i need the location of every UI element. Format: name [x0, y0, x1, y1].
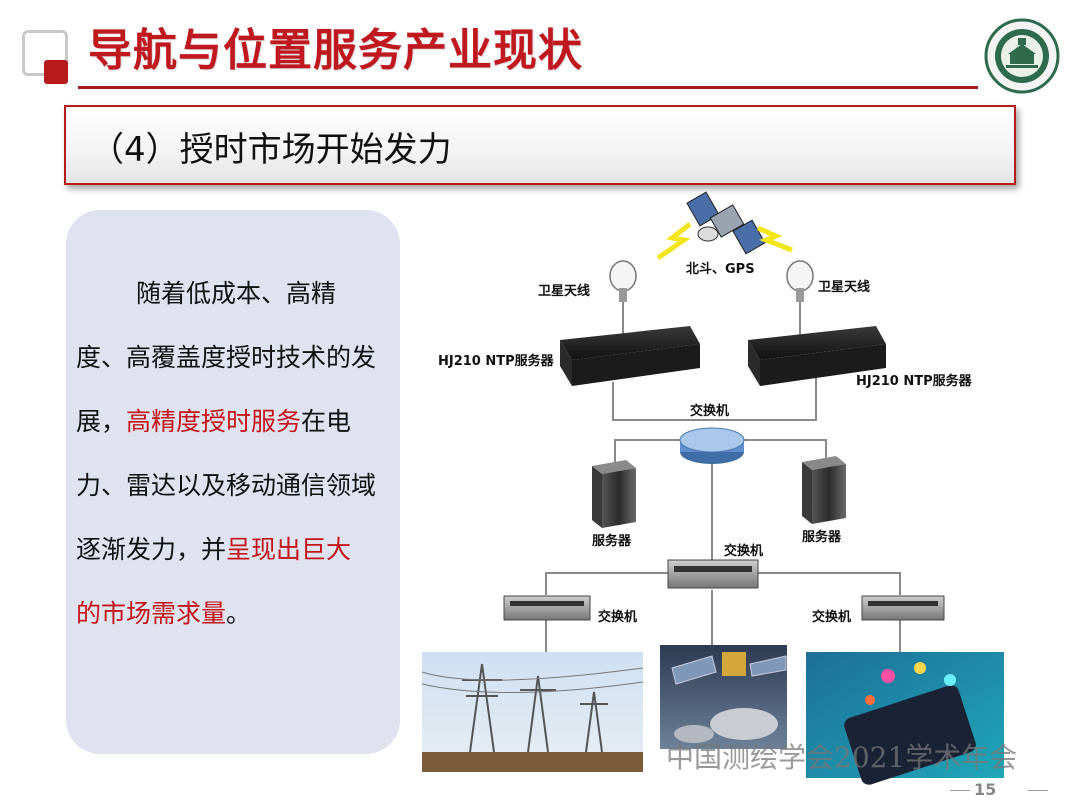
connection-lines	[545, 300, 901, 652]
university-seal-logo	[984, 18, 1060, 94]
signal-lightning-right-icon	[756, 225, 793, 253]
network-switch-hub-icon	[679, 427, 745, 464]
switch-right-label: 交换机	[812, 610, 852, 625]
server-tower-right-icon	[802, 456, 846, 524]
ntp-server-right-label: HJ210 NTP服务器	[856, 374, 972, 389]
antenna-left-icon	[609, 260, 637, 302]
paragraph-highlight-2: 呈现出巨大的市场需求量	[76, 535, 352, 628]
page-title: 导航与位置服务产业现状	[88, 25, 583, 76]
corner-decoration-fill	[44, 60, 68, 84]
antenna-right-label: 卫星天线	[818, 280, 871, 295]
page-number-line-left	[950, 790, 970, 791]
ntp-server-left-icon	[560, 326, 700, 386]
switch-middle-icon	[667, 559, 759, 589]
signal-lightning-left-icon	[656, 222, 692, 261]
satellite-radar-image	[660, 645, 787, 749]
conference-watermark: 中国测绘学会2021学术年会	[666, 741, 1018, 774]
body-paragraph: 随着低成本、高精度、高覆盖度授时技术的发展，高精度授时服务在电力、雷达以及移动通…	[76, 262, 376, 646]
antenna-right-icon	[786, 260, 814, 302]
switch-left-label: 交换机	[598, 610, 638, 625]
satellite-icon	[686, 191, 766, 255]
title-underline	[78, 86, 978, 89]
ntp-server-left-label: HJ210 NTP服务器	[438, 354, 554, 369]
mobile-communication-image	[806, 652, 1004, 785]
antenna-left-label: 卫星天线	[538, 284, 591, 299]
section-banner	[64, 105, 1016, 185]
switch-middle-label: 交换机	[724, 544, 764, 559]
satellite-label: 北斗、GPS	[686, 262, 755, 277]
text-panel	[66, 210, 400, 754]
ntp-server-right-icon	[748, 326, 886, 386]
server-right-label: 服务器	[802, 530, 842, 545]
paragraph-text-3: 。	[226, 599, 252, 628]
switch-right-icon	[861, 595, 945, 621]
paragraph-highlight-1: 高精度授时服务	[126, 407, 302, 436]
switch-top-label: 交换机	[690, 404, 730, 419]
server-tower-left-icon	[592, 460, 636, 528]
page-number-line-right	[1028, 790, 1048, 791]
paragraph-text-1: 随着低成本、高精度、高覆盖度授时技术的发展，	[76, 279, 377, 436]
paragraph-text-2: 在电力、雷达以及移动通信领域逐渐发力，并	[76, 407, 377, 564]
switch-left-icon	[503, 595, 591, 621]
power-grid-image	[421, 652, 644, 772]
section-heading: （4）授时市场开始发力	[90, 130, 452, 170]
page-number: 15	[974, 780, 997, 799]
server-left-label: 服务器	[592, 534, 632, 549]
